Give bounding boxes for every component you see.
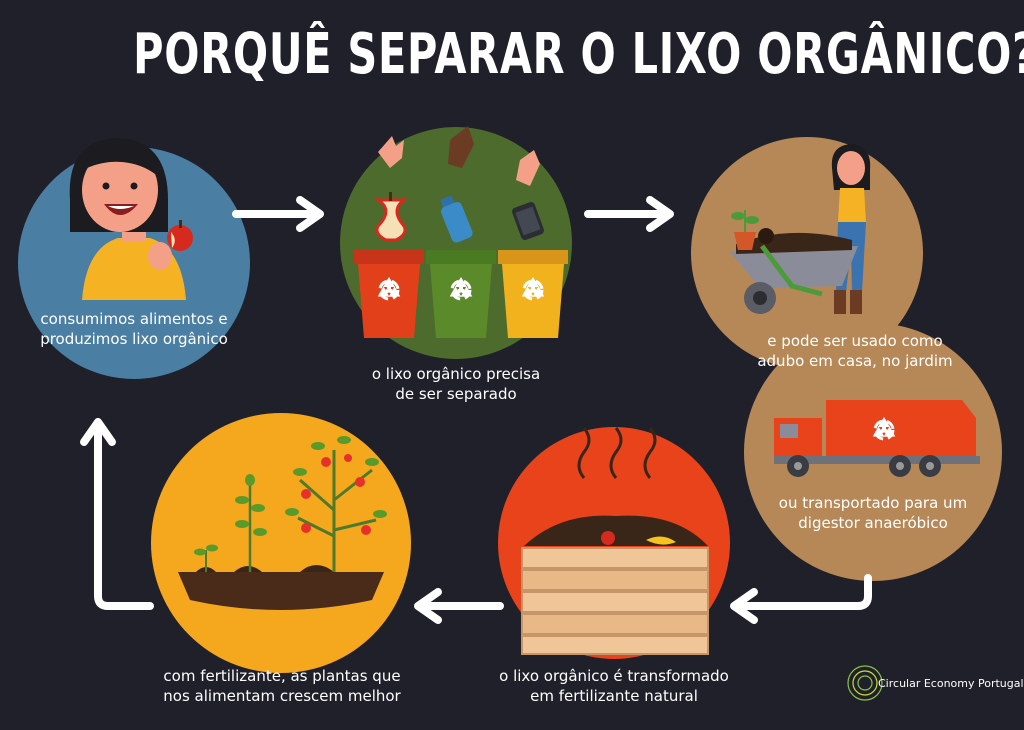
apple-icon xyxy=(167,220,193,251)
plant-icon xyxy=(194,544,218,572)
page-title: PORQUÊ SEPARAR O LIXO ORGÂNICO? xyxy=(133,22,1024,87)
step-6-circle xyxy=(151,413,411,673)
soil-layer xyxy=(178,572,384,610)
step-2-illustration xyxy=(340,126,572,359)
arrow-2-to-3 xyxy=(584,196,674,232)
step-1-line-2: produzimos lixo orgânico xyxy=(40,330,228,348)
arrow-6-to-1 xyxy=(80,418,154,610)
step-2-line-1: o lixo orgânico precisa xyxy=(371,365,541,383)
apple-core-icon xyxy=(372,192,409,242)
plant-icon xyxy=(731,210,759,250)
step-6-illustration xyxy=(151,413,411,673)
arrow-1-to-2 xyxy=(232,196,324,232)
step-2-line-2: de ser separado xyxy=(395,385,517,403)
step-3-4-illustration xyxy=(691,137,1002,581)
step-5-line-1: o lixo orgânico é transformado xyxy=(499,667,729,685)
step-3-line-1: e pode ser usado como xyxy=(767,332,943,350)
step-3-line-2: adubo em casa, no jardim xyxy=(757,352,953,370)
step-4-line-2: digestor anaeróbico xyxy=(798,514,948,532)
step-4-line-1: ou transportado para um xyxy=(778,494,968,512)
step-4-caption: ou transportado para um digestor anaerób… xyxy=(768,493,978,533)
arrow-5-to-6 xyxy=(414,588,504,624)
yellow-bin xyxy=(498,250,568,338)
step-2-caption: o lixo orgânico precisa de ser separado xyxy=(356,364,556,404)
step-6-line-1: com fertilizante, as plantas que xyxy=(163,667,401,685)
flow-arrows xyxy=(80,196,872,624)
arrow-4-to-5 xyxy=(730,574,872,624)
step-5-caption: o lixo orgânico é transformado em fertil… xyxy=(494,666,734,706)
step-3-caption: e pode ser usado como adubo em casa, no … xyxy=(750,331,960,371)
step-5-line-2: em fertilizante natural xyxy=(530,687,698,705)
green-bin xyxy=(426,250,496,338)
brand-logo xyxy=(847,665,883,701)
brand-name: Circular Economy Portugal xyxy=(878,677,1024,690)
can-icon xyxy=(512,202,544,240)
red-bin xyxy=(354,250,424,338)
compost-crate-icon xyxy=(521,547,709,655)
step-1-line-1: consumimos alimentos e xyxy=(40,310,228,328)
step-1-caption: consumimos alimentos e produzimos lixo o… xyxy=(34,309,234,349)
hand-icon xyxy=(378,126,540,186)
step-1-illustration xyxy=(18,138,250,379)
step-5-illustration xyxy=(498,427,730,659)
fruit-tree xyxy=(285,436,387,572)
bottle-icon xyxy=(440,195,473,243)
step-6-line-2: nos alimentam crescem melhor xyxy=(163,687,401,705)
truck-icon xyxy=(774,400,980,477)
wheelbarrow-icon xyxy=(730,228,858,314)
young-tree xyxy=(235,474,267,572)
step-6-caption: com fertilizante, as plantas que nos ali… xyxy=(150,666,414,706)
